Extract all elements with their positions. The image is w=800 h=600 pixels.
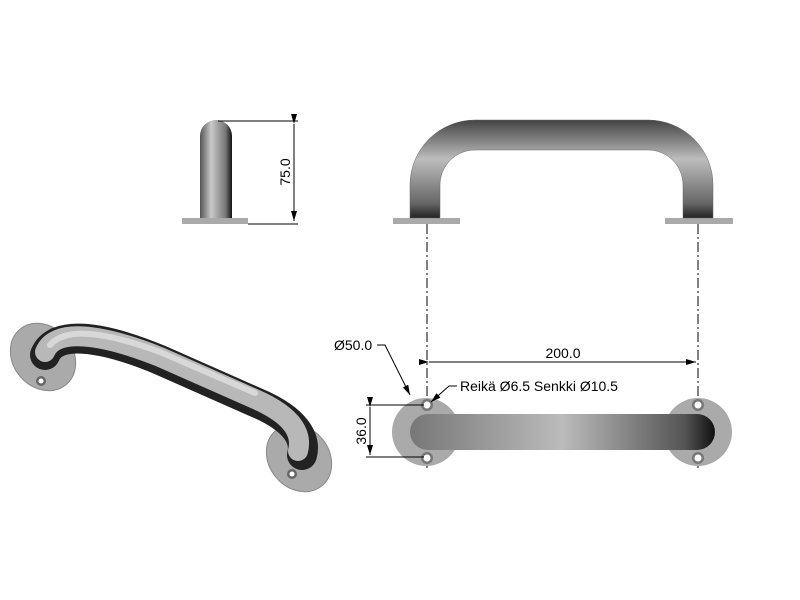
length-dimension: 200.0 bbox=[545, 345, 580, 361]
bar-tube bbox=[410, 414, 715, 450]
hole-spacing-dimension: 36.0 bbox=[353, 417, 369, 444]
side-view: 75.0 bbox=[182, 114, 298, 225]
isometric-view bbox=[9, 322, 333, 493]
arch-tube bbox=[409, 119, 714, 219]
height-dimension: 75.0 bbox=[277, 158, 293, 185]
right-plate bbox=[665, 218, 733, 224]
tube bbox=[200, 120, 232, 218]
base-plate bbox=[182, 218, 248, 224]
left-plate bbox=[393, 218, 460, 224]
hole-note: Reikä Ø6.5 Senkki Ø10.5 bbox=[460, 378, 618, 394]
top-view: 200.0 Ø50.0 Reikä Ø6.5 Senkki Ø10.5 36.0 bbox=[334, 337, 732, 466]
plate-diameter-label: Ø50.0 bbox=[334, 337, 372, 353]
